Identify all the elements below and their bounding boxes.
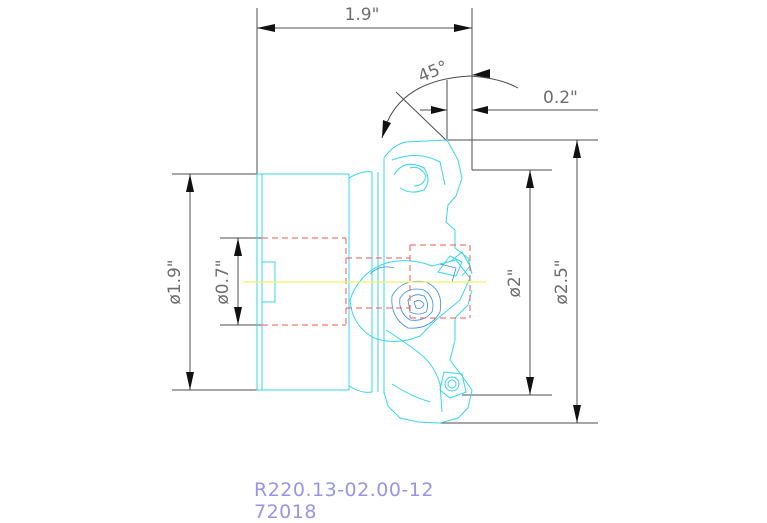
max-diameter-dimension: ø2.5"	[440, 139, 598, 424]
chamfer-length-dimension: 0.2"	[420, 60, 598, 140]
chamfer-angle-dimension: 45°	[381, 57, 519, 142]
max-diameter-label: ø2.5"	[552, 259, 572, 304]
bore-diameter-dimension: ø0.7"	[213, 237, 262, 326]
body-diameter-dimension: ø1.9"	[165, 173, 262, 391]
hidden-lines	[262, 237, 471, 326]
overall-length-label: 1.9"	[345, 5, 380, 25]
cut-diameter-label: ø2"	[505, 268, 525, 297]
part-number: R220.13-02.00-12	[254, 479, 434, 501]
part-code: 72018	[254, 501, 317, 523]
chamfer-angle-label: 45°	[415, 57, 450, 87]
cut-diameter-dimension: ø2"	[462, 169, 552, 396]
overall-length-dimension: 1.9"	[256, 5, 473, 178]
chamfer-length-label: 0.2"	[543, 88, 578, 108]
body-diameter-label: ø1.9"	[165, 259, 185, 304]
bore-diameter-label: ø0.7"	[213, 259, 233, 304]
